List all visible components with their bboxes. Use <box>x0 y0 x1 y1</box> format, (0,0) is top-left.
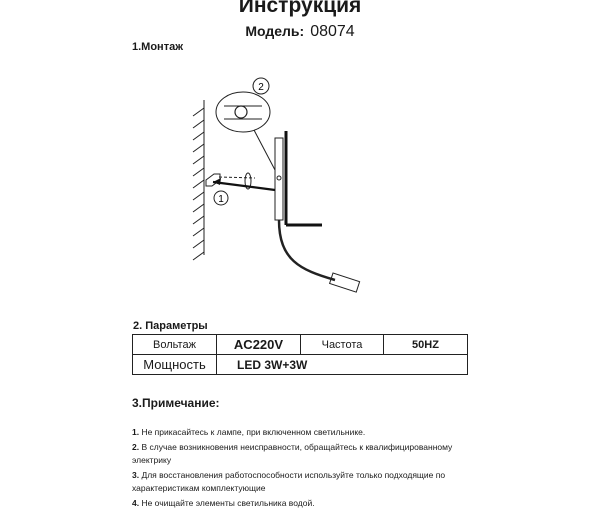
section-params-title: 2. Параметры <box>133 320 208 332</box>
model-line: Модель: 08074 <box>0 23 600 41</box>
note-text: В случае возникновения неисправности, об… <box>132 442 453 465</box>
power-label: Мощность <box>132 354 217 375</box>
note-number: 2. <box>132 442 140 452</box>
note-number: 3. <box>132 470 140 480</box>
power-value: LED 3W+3W <box>216 354 468 375</box>
section-notes-title: 3.Примечание: <box>132 396 220 410</box>
list-item: 1. Не прикасайтесь к лампе, при включенн… <box>132 426 462 439</box>
section-mounting-title: 1.Монтаж <box>132 41 184 53</box>
frequency-label: Частота <box>300 334 384 355</box>
note-number: 1. <box>132 427 140 437</box>
page-title: Инструкция <box>238 0 362 17</box>
list-item: 4. Не очищайте элементы светильника водо… <box>132 497 462 510</box>
callout-1: 1 <box>218 194 224 205</box>
params-table: Вольтаж AC220V Частота 50HZ Мощность LED… <box>132 334 468 375</box>
frequency-value: 50HZ <box>383 334 468 355</box>
note-text: Для восстановления работоспособности исп… <box>132 470 446 493</box>
voltage-value: AC220V <box>216 334 301 355</box>
model-number: 08074 <box>310 23 355 40</box>
list-item: 3. Для восстановления работоспособности … <box>132 469 462 495</box>
table-row: Мощность LED 3W+3W <box>132 354 468 375</box>
callout-2: 2 <box>258 82 264 93</box>
mounting-diagram: 2 1 <box>192 77 361 293</box>
model-label: Модель: <box>245 23 305 39</box>
notes-list: 1. Не прикасайтесь к лампе, при включенн… <box>132 426 462 512</box>
voltage-label: Вольтаж <box>132 334 217 355</box>
table-row: Вольтаж AC220V Частота 50HZ <box>132 334 468 355</box>
list-item: 2. В случае возникновения неисправности,… <box>132 441 462 467</box>
note-text: Не прикасайтесь к лампе, при включенном … <box>139 427 366 437</box>
